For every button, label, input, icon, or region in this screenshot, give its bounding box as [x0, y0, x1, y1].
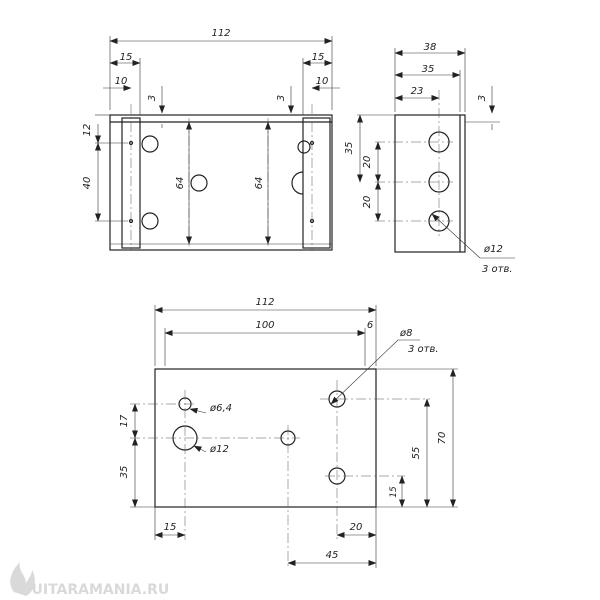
- side-dim-3: 3: [477, 95, 488, 101]
- side-hole-diameter: ø12: [483, 244, 503, 255]
- front-dim-3-left: 3: [147, 95, 158, 101]
- top-dim-55: 55: [411, 447, 422, 460]
- top-dim-45: 45: [326, 550, 339, 561]
- top-dim-17: 17: [119, 414, 130, 427]
- top-dim-6: 6: [367, 320, 373, 331]
- side-dim-23: 23: [411, 86, 424, 97]
- side-outline: [394, 114, 466, 253]
- front-dim-15-right: 15: [312, 52, 325, 63]
- top-dim-70: 70: [437, 432, 448, 445]
- side-dim-20-b: 20: [362, 196, 373, 209]
- front-dim-12: 12: [82, 124, 93, 137]
- side-dim-35-top: 35: [422, 64, 435, 75]
- top-view: 112 100 6 ø8 3 отв. ø6,4 ø12 17 35 70 55: [119, 297, 458, 568]
- side-view: 38 35 23 3 35 20 20 ø12 3 отв.: [344, 42, 515, 275]
- front-dim-112: 112: [211, 28, 230, 39]
- top-hole-12-label: ø12: [209, 444, 229, 455]
- front-hole-right-top: [297, 140, 311, 154]
- flame-icon: [10, 562, 35, 596]
- front-hole-top-left: [141, 135, 159, 153]
- side-dim-35-left: 35: [344, 142, 355, 155]
- front-dim-64-b: 64: [254, 177, 265, 190]
- watermark-text: GUITARAMANIA.RU: [20, 582, 169, 598]
- right-bracket: [302, 117, 331, 249]
- side-dim-38: 38: [424, 42, 437, 53]
- front-outline: [109, 114, 333, 251]
- top-dim-100: 100: [255, 320, 274, 331]
- side-hole-count: 3 отв.: [482, 264, 513, 275]
- front-hole-bottom-left: [141, 212, 159, 230]
- top-dim-15-right: 15: [389, 486, 399, 498]
- front-dim-3-right: 3: [276, 95, 287, 101]
- side-dim-20-a: 20: [362, 156, 373, 169]
- front-view: 112 15 10 3 15 10 3 12 40 64: [82, 28, 340, 251]
- top-dim-35: 35: [119, 466, 130, 479]
- top-hole-6-4-label: ø6,4: [209, 403, 232, 414]
- front-dim-64-a: 64: [175, 177, 186, 190]
- front-hole-right-mid: [291, 171, 304, 195]
- top-dim-112: 112: [255, 297, 274, 308]
- front-dim-10-right: 10: [316, 76, 329, 87]
- front-hole-center: [190, 174, 208, 192]
- top-dim-15-bottom: 15: [164, 522, 177, 533]
- top-hole-8-label: ø8: [399, 328, 412, 339]
- top-dim-20: 20: [350, 522, 363, 533]
- front-dim-40: 40: [82, 177, 93, 190]
- top-hole-8-count: 3 отв.: [408, 344, 439, 355]
- watermark: GUITARAMANIA.RU: [10, 562, 169, 598]
- front-dim-15-left: 15: [120, 52, 133, 63]
- front-dim-10-left: 10: [115, 76, 128, 87]
